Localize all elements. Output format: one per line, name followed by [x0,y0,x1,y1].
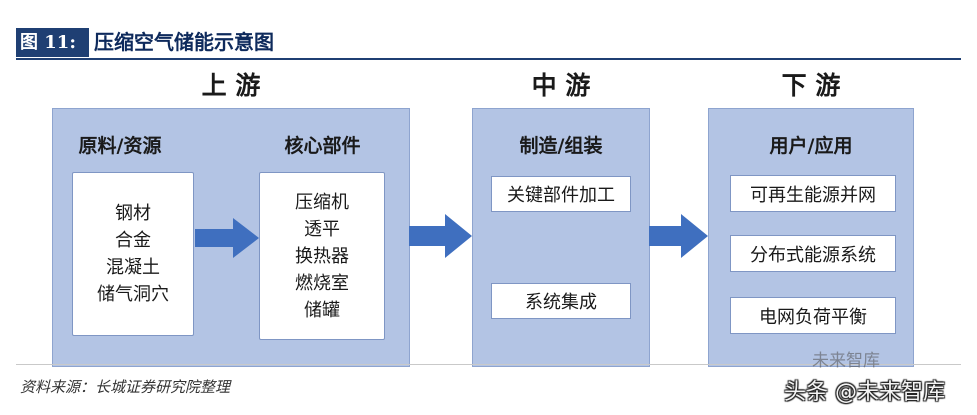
component-item: 透平 [304,218,340,240]
downstream-item: 可再生能源并网 [730,175,896,212]
arrow-right-icon [649,214,708,258]
midstream-title: 中 游 [531,71,591,100]
component-item: 燃烧室 [295,272,349,294]
material-item: 钢材 [115,203,151,224]
watermark-small: 未来智库 [812,351,880,371]
midstream-item: 关键部件加工 [491,176,631,212]
applications-heading: 用户/应用 [769,135,853,157]
header-divider [16,58,961,60]
footer-divider [16,364,961,365]
watermark-large: 头条 @未来智库 [784,380,945,405]
raw-materials-heading: 原料/资源 [78,135,162,157]
core-components-card: 压缩机 透平 换热器 燃烧室 储罐 [259,172,385,340]
core-components-heading: 核心部件 [284,135,361,157]
material-item: 储气洞穴 [97,284,169,305]
material-item: 合金 [115,230,151,251]
figure-title: 压缩空气储能示意图 [94,30,274,54]
component-item: 换热器 [295,245,349,267]
component-item: 储罐 [304,299,340,321]
raw-materials-card: 钢材 合金 混凝土 储气洞穴 [72,172,194,336]
arrow-right-icon [409,214,472,258]
component-item: 压缩机 [295,191,349,213]
manufacturing-heading: 制造/组装 [519,135,603,157]
source-note: 资料来源：长城证券研究院整理 [20,378,231,396]
arrow-right-icon [195,218,259,258]
upstream-title: 上 游 [201,71,261,100]
downstream-item: 电网负荷平衡 [730,297,896,334]
midstream-item: 系统集成 [491,283,631,319]
downstream-title: 下 游 [781,71,841,100]
midstream-box [472,108,650,367]
material-item: 混凝土 [106,257,160,278]
figure-label: 图 11: [16,28,89,57]
downstream-item: 分布式能源系统 [730,235,896,272]
